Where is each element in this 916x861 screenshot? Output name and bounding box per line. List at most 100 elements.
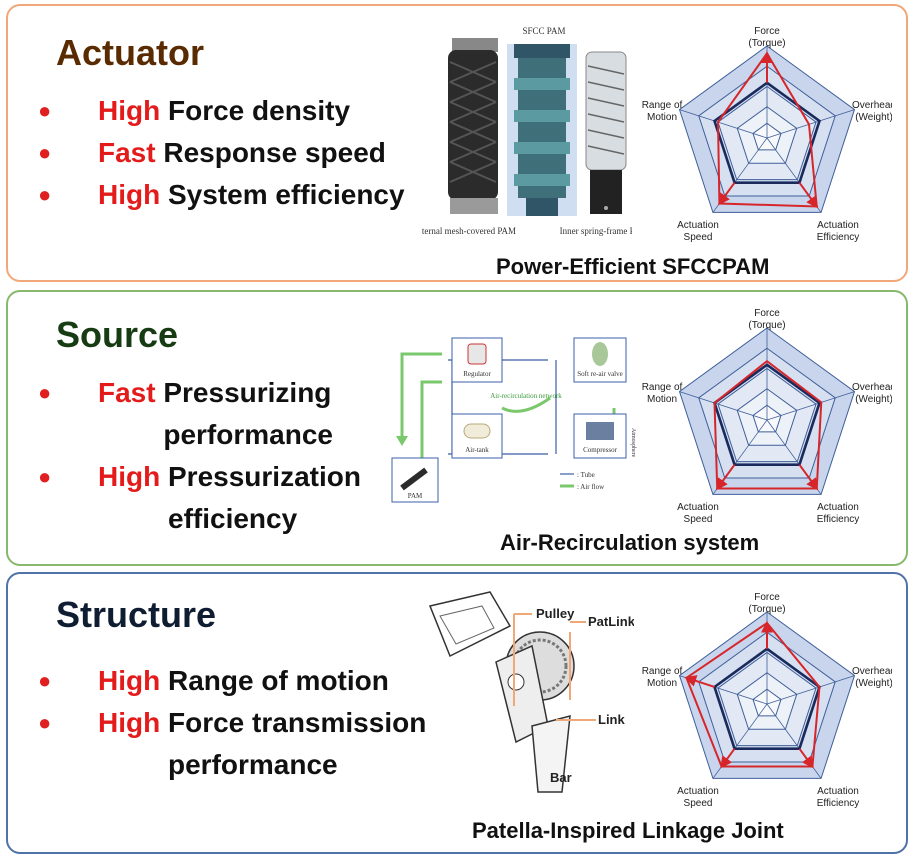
radar-axis-label: (Weight) bbox=[855, 112, 892, 123]
radar-axis-label: Motion bbox=[647, 394, 677, 405]
regulator-label: Regulator bbox=[463, 370, 491, 378]
radar-improvement-arrow bbox=[798, 182, 819, 209]
bullet-highlight: High bbox=[98, 179, 161, 210]
bullet-text: Force density bbox=[168, 95, 351, 126]
caption: Power-Efficient SFCCPAM bbox=[496, 254, 770, 279]
bullet-item: ●High Pressurization efficiency bbox=[38, 456, 403, 540]
caption: Patella-Inspired Linkage Joint bbox=[472, 818, 784, 843]
radar-chart-structure: Force(Torque)Overhead(Weight)ActuationEf… bbox=[642, 592, 892, 808]
linkage-joint-figure: Pulley PatLink Link Bar bbox=[428, 591, 634, 793]
radar-axis-label: Speed bbox=[684, 798, 713, 808]
mesh-pam-label: External mesh-covered PAM bbox=[422, 226, 516, 236]
radar-axis-label: Force bbox=[754, 26, 780, 37]
radar-axis bbox=[679, 391, 768, 421]
radar-improvement-arrow bbox=[718, 182, 736, 206]
spring-pam-image bbox=[585, 51, 627, 214]
patlink-label: PatLink bbox=[588, 614, 634, 629]
network-label: Air-recirculation network bbox=[490, 392, 562, 400]
bullet-item: ● Fast Response speed bbox=[38, 132, 405, 174]
radar-axis-label: Motion bbox=[647, 112, 677, 123]
radar-axis-label: Force bbox=[754, 592, 780, 603]
bullet-highlight: High bbox=[98, 665, 161, 696]
bullet-item: ● High Range of motion bbox=[38, 660, 438, 702]
radar-series-improved bbox=[685, 621, 821, 768]
bullet-text: Force transmission performance bbox=[168, 707, 427, 780]
radar-improvement-arrow bbox=[798, 748, 814, 769]
bullet-highlight: Fast bbox=[98, 137, 156, 168]
bullet-icon: ● bbox=[38, 98, 52, 123]
panel-title: Structure bbox=[56, 594, 217, 635]
radar-axis-label: Speed bbox=[684, 232, 713, 242]
radar-axis bbox=[766, 391, 855, 421]
radar-improvement-arrow bbox=[684, 675, 715, 688]
radar-axis-label: Overhead bbox=[852, 666, 892, 677]
compressor-label: Compressor bbox=[583, 446, 618, 454]
bullet-item: ● High Force transmission performance bbox=[38, 702, 438, 786]
radar-axis-label: (Weight) bbox=[855, 678, 892, 689]
bullet-item: ●High System efficiency bbox=[38, 174, 405, 216]
radar-axis-label: (Torque) bbox=[748, 320, 785, 331]
radar-axis-label: Actuation bbox=[677, 502, 719, 513]
bullet-highlight: High bbox=[98, 461, 161, 492]
radar-axis-label: Speed bbox=[684, 514, 713, 524]
radar-axis-label: Overhead bbox=[852, 382, 892, 393]
bullet-list: ● High Range of motion ● High Force transm… bbox=[38, 660, 438, 786]
valve-label: Soft re-air valve bbox=[577, 370, 622, 378]
actuator-panel: Actuator ● High Force density ● Fast Respo… bbox=[6, 4, 908, 282]
radar-axis-label: Force bbox=[754, 308, 780, 319]
radar-improvement-arrow bbox=[720, 748, 736, 769]
bullet-icon: ● bbox=[38, 140, 52, 165]
radar-axis-label: (Torque) bbox=[748, 604, 785, 615]
radar-axis-label: Actuation bbox=[817, 220, 859, 231]
panel-title: Actuator bbox=[56, 32, 205, 73]
radar-axis-label: Range of bbox=[642, 666, 683, 677]
caption: Air-Recirculation system bbox=[500, 530, 760, 555]
airtank-block: Air-tank bbox=[451, 413, 503, 459]
air-recirculation-diagram: Regulator Soft re-air valve Air-recircul… bbox=[391, 337, 636, 503]
radar-axis-label: Actuation bbox=[677, 220, 719, 231]
radar-axis-label: Actuation bbox=[817, 502, 859, 513]
bullet-icon: ● bbox=[38, 182, 52, 207]
regulator-block: Regulator bbox=[451, 337, 503, 383]
bullet-highlight: High bbox=[98, 95, 161, 126]
bullet-text: Response speed bbox=[163, 137, 386, 168]
radar-improvement-arrow bbox=[715, 464, 736, 491]
radar-improvement-arrow bbox=[798, 464, 819, 491]
bullet-highlight: High bbox=[98, 707, 161, 738]
pam-label: PAM bbox=[408, 492, 423, 500]
spring-pam-label: Inner spring-frame PAM bbox=[560, 226, 632, 236]
link-label: Link bbox=[598, 712, 625, 727]
radar-axis-label: Efficiency bbox=[817, 798, 860, 808]
pulley-label: Pulley bbox=[536, 606, 575, 621]
bullet-item: ●Fast Pressurizing performance bbox=[38, 372, 403, 456]
legend-tube-label: : Tube bbox=[577, 471, 595, 479]
bullet-icon: ● bbox=[38, 464, 52, 489]
bullet-text: Range of motion bbox=[168, 665, 389, 696]
pam-block: PAM bbox=[391, 457, 439, 503]
atmosphere-label: Atmosphere bbox=[630, 428, 636, 458]
radar-axis-label: Motion bbox=[647, 678, 677, 689]
structure-panel: Structure ● High Range of motion ● High Fo… bbox=[6, 572, 908, 854]
sfcc-pam-image bbox=[507, 44, 577, 216]
mesh-pam-image bbox=[448, 38, 498, 214]
bullet-highlight: Fast bbox=[98, 377, 156, 408]
pam-figure: SFCC PAM External mesh-covered PAM Inner… bbox=[422, 26, 632, 236]
radar-series-improved bbox=[713, 359, 823, 490]
radar-chart-source: Force(Torque)Overhead(Weight)ActuationEf… bbox=[642, 308, 892, 524]
radar-chart-actuator: Force(Torque)Overhead(Weight)ActuationEf… bbox=[642, 26, 892, 242]
radar-series-improved bbox=[716, 51, 818, 208]
bullet-icon: ● bbox=[38, 710, 52, 735]
panel-title: Source bbox=[56, 314, 179, 355]
bullet-icon: ● bbox=[38, 668, 52, 693]
radar-axis bbox=[679, 109, 768, 139]
radar-axis-label: Efficiency bbox=[817, 514, 860, 524]
valve-block: Soft re-air valve bbox=[573, 337, 627, 383]
legend-flow-label: : Air flow bbox=[577, 483, 605, 491]
radar-axis-label: Actuation bbox=[677, 786, 719, 797]
radar-axis-label: Range of bbox=[642, 382, 683, 393]
compressor-block: Compressor bbox=[573, 413, 627, 459]
radar-axis-label: (Weight) bbox=[855, 394, 892, 405]
radar-axis-label: Actuation bbox=[817, 786, 859, 797]
bullet-list: ● High Force density ● Fast Response speed… bbox=[38, 90, 405, 216]
radar-axis-label: Overhead bbox=[852, 100, 892, 111]
